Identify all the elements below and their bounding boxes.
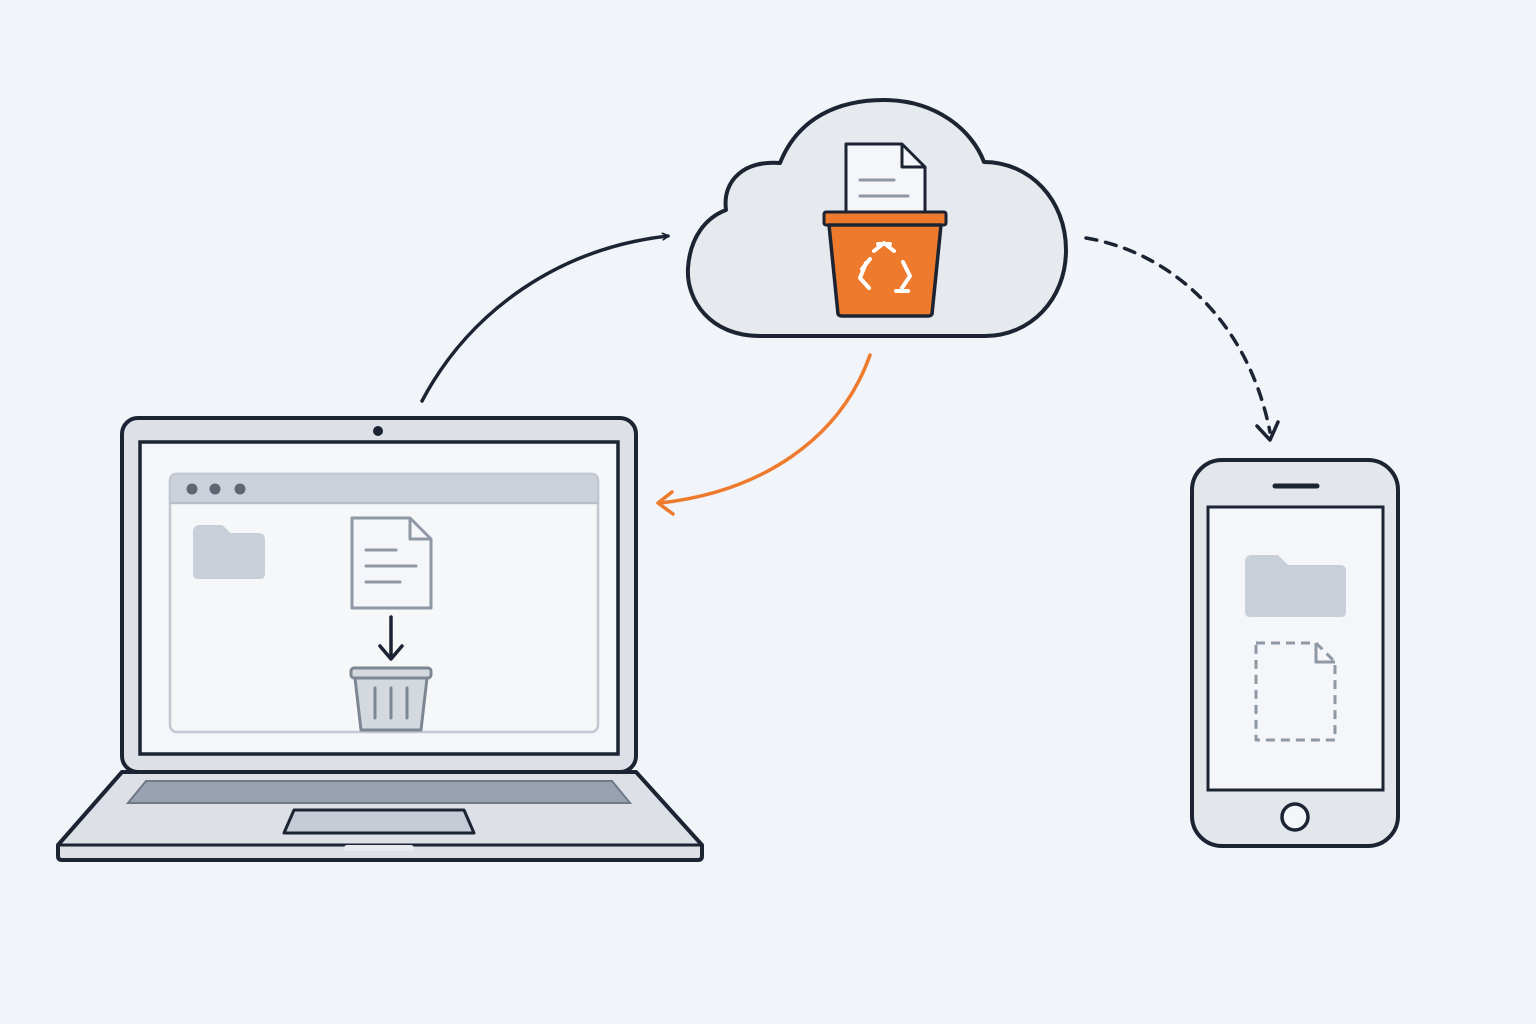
cloud-icon bbox=[685, 98, 1068, 338]
restore-arrow bbox=[656, 353, 872, 516]
sync-arrow bbox=[1084, 236, 1280, 442]
recycle-symbol-icon bbox=[858, 241, 912, 293]
folder-icon bbox=[193, 525, 265, 579]
document-icon bbox=[350, 516, 433, 610]
phone-home-button bbox=[1280, 802, 1310, 832]
window-dot-icon bbox=[186, 483, 198, 495]
trash-can-icon bbox=[349, 666, 433, 732]
laptop-keyboard bbox=[125, 780, 633, 804]
laptop-camera bbox=[373, 426, 383, 436]
down-arrow-icon bbox=[378, 615, 404, 661]
window-dot-icon bbox=[209, 483, 221, 495]
missing-document-icon bbox=[1254, 641, 1337, 742]
smartphone-icon bbox=[1190, 458, 1400, 848]
document-icon bbox=[844, 142, 927, 217]
window-dot-icon bbox=[234, 483, 246, 495]
laptop-icon bbox=[56, 416, 704, 862]
upload-arrow bbox=[420, 236, 670, 403]
phone-screen bbox=[1206, 505, 1385, 792]
laptop-trackpad bbox=[282, 808, 476, 835]
folder-icon bbox=[1245, 555, 1346, 617]
recycle-bin-icon bbox=[822, 210, 948, 318]
